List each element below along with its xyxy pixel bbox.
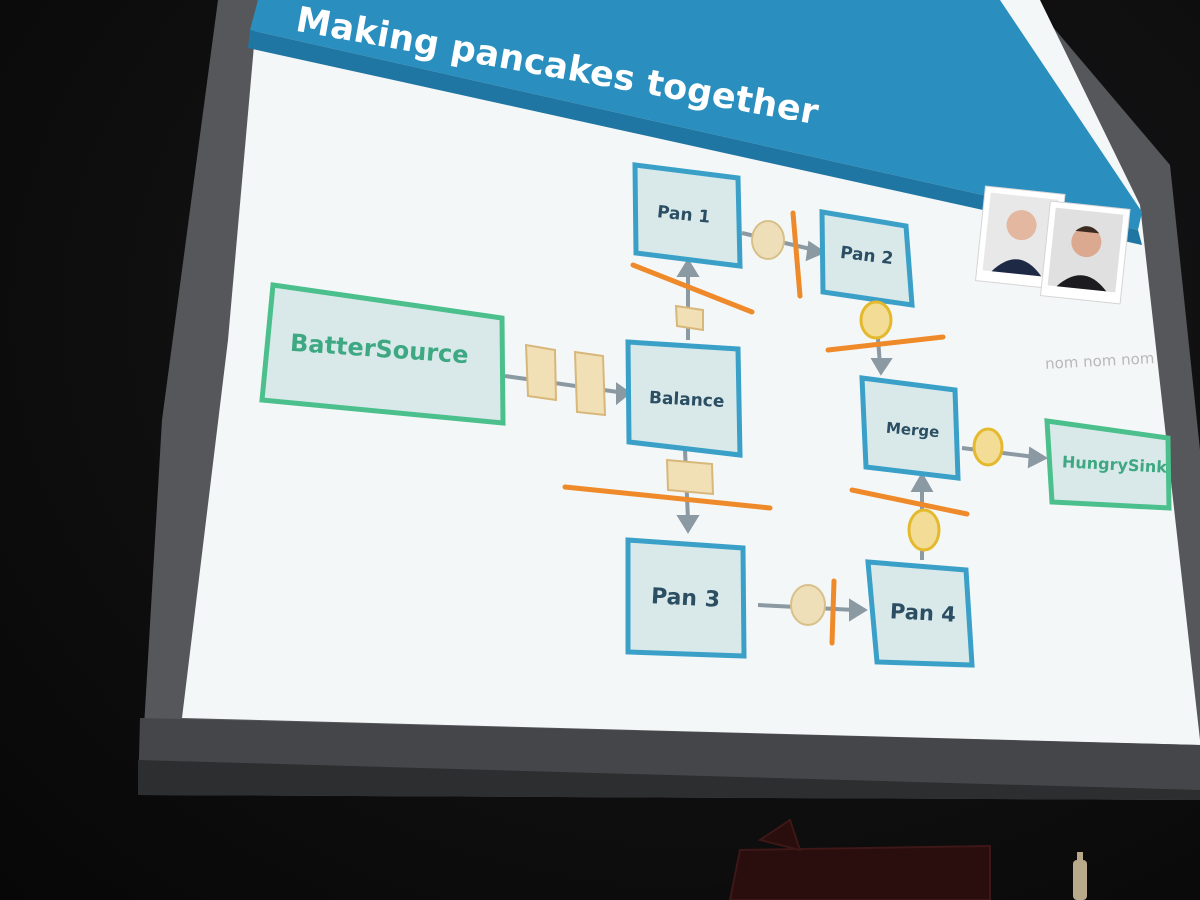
- pan2-box: [819, 209, 915, 308]
- pan3-box: [625, 537, 747, 659]
- pan3-label: Pan 3: [650, 584, 721, 613]
- pancake-icon: [751, 220, 1004, 626]
- flow-arrows: [504, 231, 1049, 622]
- balance-box: [625, 339, 743, 458]
- merge-box: [859, 375, 961, 481]
- batter-source-box: [259, 282, 506, 426]
- slide-header-band-shade: [248, 30, 1142, 245]
- presenter-photo-2: [1039, 200, 1131, 305]
- pan4-box: [865, 559, 975, 668]
- orange-barriers: [562, 210, 970, 646]
- pan4-label: Pan 4: [889, 599, 957, 627]
- stage-logo: [728, 818, 991, 900]
- balance-label: Balance: [648, 388, 725, 412]
- screen-bottom-lip: [138, 760, 1200, 800]
- hungry-sink-box: [1044, 418, 1172, 511]
- bottle-icon: [1073, 852, 1087, 900]
- pan1-box: [632, 162, 743, 269]
- slide-header-band: [250, 0, 1142, 230]
- batter-block-icon: [524, 304, 715, 496]
